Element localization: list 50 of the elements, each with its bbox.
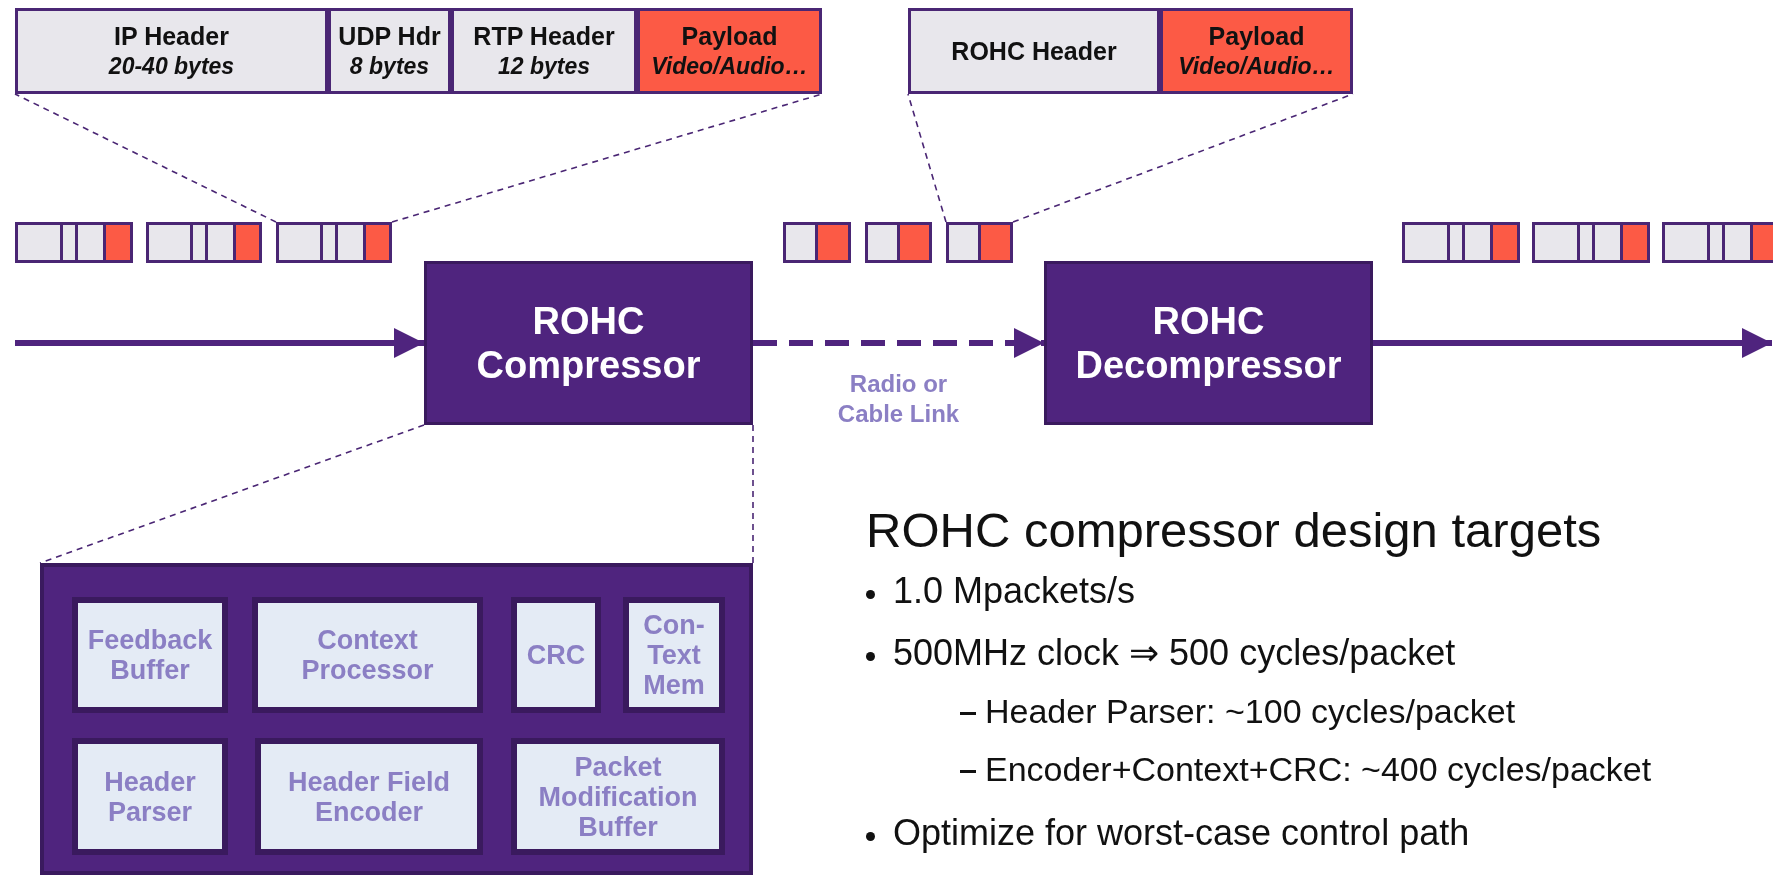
header-field [908, 8, 1160, 94]
compressed-packet-icon [946, 222, 1013, 263]
compressed-packet-icon [865, 222, 932, 263]
module-box: Feedback Buffer [72, 597, 228, 713]
field-size: Video/Audio… [1178, 52, 1335, 81]
field-name: ROHC Header [951, 36, 1117, 66]
arrow [1373, 328, 1772, 358]
header-field [451, 8, 637, 94]
module-box: Header Field Encoder [255, 738, 483, 855]
field-name: IP Header [114, 21, 229, 51]
packet-icon [1532, 222, 1650, 263]
field-size: 12 bytes [497, 52, 591, 81]
bullet-text: 1.0 Mpackets/s [893, 569, 1136, 613]
module-box: Header Parser [72, 738, 228, 855]
packet-icon [146, 222, 262, 263]
compressor-block [40, 563, 753, 875]
heading: ROHC compressor design targets [866, 502, 1602, 559]
sub-bullet-text: Encoder+Context+CRC: ~400 cycles/packet [985, 749, 1652, 790]
header-field [328, 8, 451, 94]
packet-icon [1402, 222, 1520, 263]
module-box: Context Processor [252, 597, 483, 713]
compressed-packet-icon [783, 222, 851, 263]
packet-icon [15, 222, 133, 263]
zoom-leader-line [39, 424, 425, 564]
bullet-text: 500MHz clock ⇒ 500 cycles/packet [893, 631, 1456, 675]
bullet-text: Optimize for worst-case control path [893, 811, 1470, 855]
arrow [753, 328, 1044, 358]
payload-field [637, 8, 822, 94]
zoom-leader-line [391, 93, 823, 223]
sub-bullet-text: Header Parser: ~100 cycles/packet [985, 691, 1516, 732]
process-box: ROHC Compressor [424, 261, 753, 425]
field-name: RTP Header [473, 21, 615, 51]
module-box: CRC [511, 597, 601, 713]
zoom-leader-line [752, 424, 754, 564]
zoom-leader-line [14, 93, 277, 223]
module-box: Packet Modification Buffer [511, 738, 725, 855]
packet-icon [1662, 222, 1773, 263]
packet-icon [276, 222, 392, 263]
payload-field [1160, 8, 1353, 94]
arrow [15, 328, 424, 358]
field-size: Video/Audio… [651, 52, 808, 81]
process-box: ROHC Decompressor [1044, 261, 1373, 425]
field-size: 20-40 bytes [108, 52, 235, 81]
module-box: Con-Text Mem [623, 597, 725, 713]
zoom-leader-line [907, 93, 947, 223]
field-name: Payload [681, 21, 778, 51]
header-field [15, 8, 328, 94]
field-size: 8 bytes [349, 52, 430, 81]
field-name: Payload [1208, 21, 1305, 51]
field-name: UDP Hdr [338, 21, 441, 51]
